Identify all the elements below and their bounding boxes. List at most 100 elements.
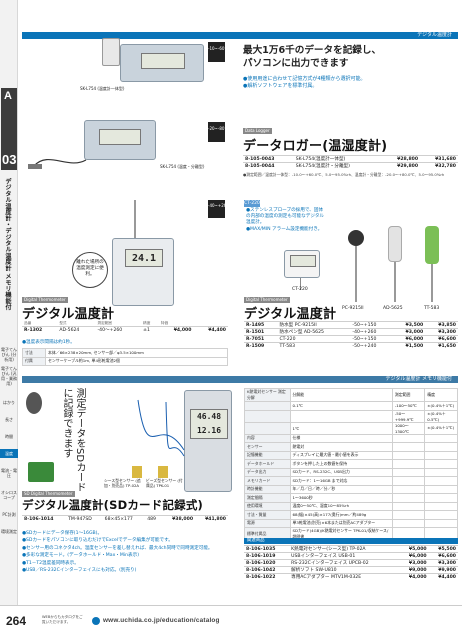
- spec-key: 寸法: [21, 348, 47, 358]
- price: ¥1,500: [392, 342, 426, 350]
- price: ¥6,000: [399, 552, 429, 560]
- section-band: デジタル温度計: [22, 32, 458, 39]
- logger-tag: Data Logger: [243, 128, 272, 134]
- spec-key: 時計機能: [244, 484, 291, 494]
- spec-value: 熱電対: [289, 442, 393, 452]
- sd-badge-circle: [26, 392, 42, 414]
- spec-value: -50～+999.9℃: [391, 409, 426, 423]
- price-tax: ¥4,400: [428, 573, 458, 581]
- spec-value: [424, 510, 458, 520]
- sd-bullet: ●USB／RS-232Cインターフェイスにも対応。(別売り): [22, 568, 137, 574]
- sd-tag-label: SD Digital Thermometer: [22, 491, 75, 497]
- logger-price-table: 8-105-0043 SK-L754(温度計一体型) ¥28,800 ¥31,6…: [243, 155, 458, 170]
- sd-title: デジタル温度計(SDカード記録式): [22, 498, 204, 512]
- product-name: SK-L754(温度計一体型): [293, 155, 383, 163]
- sd-logger-device: 46.48 12.16: [184, 390, 232, 492]
- price: ¥5,000: [399, 545, 429, 553]
- product-code: R-1501: [244, 328, 278, 336]
- sd-bullet: ●多彩な測定モード。(データホールド・Max・Min表示): [22, 553, 140, 559]
- sidebar-item-balance-general[interactable]: 電子てんびん (汎用・業務用): [1, 366, 17, 386]
- ct220-feature-2: ●MAX/MIN アラーム設定機能付き。: [246, 226, 323, 232]
- spec-value: 1000～1300℃: [391, 421, 426, 435]
- sd-price-table: 8-106-1014 TM-947SD 68×45×177 489 ¥38,00…: [22, 515, 228, 523]
- ct220-title: デジタル温度計: [244, 307, 337, 322]
- spec-row: 内容仕様: [244, 433, 458, 443]
- spec-value: [391, 459, 426, 469]
- spec-value: [391, 433, 426, 443]
- page-number: 264: [6, 614, 27, 628]
- sidebar-item-temperature[interactable]: 温度: [0, 449, 18, 458]
- logger-bullet-1: ●使用用途に合わせて記憶方式が4種類から選択可能。: [243, 76, 366, 82]
- logger-title: データロガー(温湿度計): [243, 139, 388, 154]
- sidebar-item-pc-measure[interactable]: PC計測: [2, 512, 16, 517]
- spec-value: [424, 476, 458, 486]
- sd-bullet: ●SDカードにデータ保存(1～16GB)。: [22, 531, 103, 536]
- dimensions: 68×45×177: [102, 515, 146, 523]
- price-tax: ¥41,800: [195, 515, 228, 523]
- product-name: RS-232Cインターフェイス UPCB-02: [289, 559, 400, 567]
- product-code: R-1495: [244, 321, 278, 329]
- spec-value: ±(0.4%＋0.5℃): [424, 409, 458, 423]
- spec-key: 測定間隔: [244, 493, 291, 503]
- range: -50~+150: [350, 321, 393, 329]
- table-header: 品番 型式 測定範囲 精度 特価: [22, 321, 228, 327]
- probe-tt583-body: [425, 226, 439, 264]
- spec-value: 1～3600秒: [289, 493, 393, 503]
- sidebar-item-balance-analysis[interactable]: 電子てんびん (分析用): [1, 347, 17, 362]
- price-tax: ¥1,650: [425, 342, 458, 350]
- footer-url[interactable]: www.uchida.co.jp/education/catalog: [103, 617, 220, 624]
- product-name: 防水型 PC-9215II: [277, 321, 351, 329]
- logger-headline-line-1: 最大1万6千のデータを記録し、: [243, 45, 382, 56]
- sidebar-item-current-voltage[interactable]: 電流・電圧: [1, 468, 17, 478]
- sidebar-item-time[interactable]: 時間: [5, 434, 13, 439]
- sidebar-vertical-title: デジタル温度計・デジタル温度計 メモリ機能付: [4, 178, 11, 311]
- price-tax: ¥4,400: [193, 326, 228, 334]
- price: ¥3,000: [392, 328, 426, 336]
- product-code: R-7051: [244, 335, 278, 343]
- spec-value: [424, 442, 458, 452]
- spec-value: 1℃: [289, 421, 393, 435]
- spec-value: [424, 467, 458, 477]
- product-code: 8-106-1019: [244, 552, 290, 560]
- sidebar-item-environment[interactable]: 環境測定: [1, 529, 17, 534]
- weight: 489: [145, 515, 163, 523]
- spec-row: -50～+999.9℃±(0.4%＋0.5℃): [244, 409, 458, 423]
- product-code: 8-106-1042: [244, 566, 290, 574]
- spec-value: [391, 442, 426, 452]
- range-badge-2: -20~-80℃: [208, 122, 229, 142]
- product-code: 8-106-1022: [244, 573, 290, 581]
- logger-bullet-2: ●解析ソフトウェアを標準付属。: [243, 83, 318, 89]
- table-row: 8-105-0044 SK-L754(温度計・分離型) ¥29,800 ¥32,…: [243, 162, 458, 170]
- probe-label-2: AD-5625: [383, 306, 403, 311]
- probe-label-1: PC-9215II: [342, 306, 364, 311]
- sd-bullet: ●センサー用のコネクタ4ch。温度センサーを差し替えれば、最大4ch同時で同時測…: [22, 545, 213, 551]
- sidebar-item-length[interactable]: 長さ: [5, 417, 13, 422]
- sd-sensor-2-label: ビーズ型センサー (付属品) TPK-01: [146, 478, 183, 488]
- ct220-features: ●ステンレスプローブの採用で、固体の内部の温度の測定も可能なデジタル温度計。 ●…: [246, 208, 326, 233]
- product-code: R-1302: [22, 326, 58, 334]
- spec-value: ボタンを押した上の数値を保持: [289, 459, 393, 469]
- sidebar-item-oscilloscope[interactable]: オシロスコープ: [1, 490, 17, 500]
- spec-row: 使用環境温度0～50℃、湿度10～85%rh: [244, 501, 458, 511]
- table-row: 8-105-0043 SK-L754(温度計一体型) ¥28,800 ¥31,6…: [243, 155, 458, 163]
- ad5624-tag: Digital Thermometer: [22, 297, 68, 303]
- logger-bullets: ●使用用途に合わせて記憶方式が4種類から選択可能。 ●解析ソフトウェアを標準付属…: [243, 76, 458, 90]
- ct220-caption: CT-220: [292, 287, 308, 292]
- table-row: R-1302 AD-5624 -40～+260 ±1 ¥4,000 ¥4,400: [22, 326, 228, 334]
- product-code: 8-105-0044: [243, 162, 294, 170]
- logger-model-1-label: SK-L754 (温度計一体型): [80, 86, 125, 91]
- product-code: 8-106-1014: [22, 515, 67, 523]
- spec-value: [424, 493, 458, 503]
- range: -50~+240: [350, 342, 393, 350]
- sidebar-item-scale[interactable]: はかり: [3, 400, 15, 405]
- spec-row: センサー熱電対: [244, 442, 458, 452]
- spec-value: ±(0.4%＋1℃): [424, 401, 458, 411]
- col-header: 精度: [143, 321, 151, 325]
- product-name: SK-L754(温度計・分離型): [293, 162, 383, 170]
